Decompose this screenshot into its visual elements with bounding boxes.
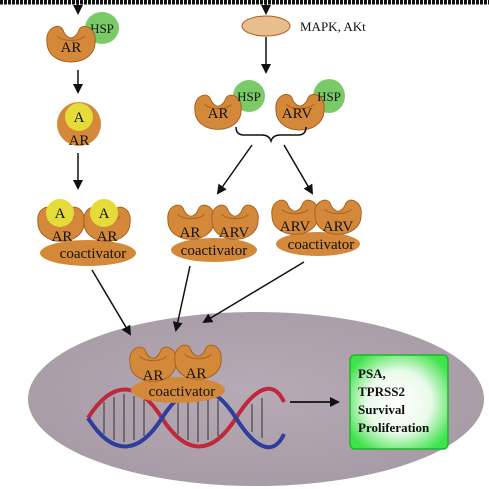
arrow-to-arv-arv-dimer — [283, 144, 314, 195]
target-genes-box: PSA, TPRSS2 Survival Proliferation — [349, 354, 449, 450]
ar-hsp-complex-right: HSP AR — [194, 80, 265, 130]
outcome-survival: Survival — [358, 402, 405, 417]
hsp-label: HSP — [237, 89, 261, 104]
hsp-label: HSP — [317, 89, 341, 104]
ar-label: AR — [180, 225, 201, 241]
kinase-label: MAPK, AKt — [300, 19, 366, 34]
target-gene-psa: PSA, — [358, 366, 386, 381]
coactivator-shape — [131, 377, 225, 403]
dna-strand-red — [86, 386, 286, 449]
arv-hsp-complex: HSP ARV — [275, 79, 345, 131]
coactivator-shape — [40, 240, 136, 266]
androgen-ligand-2 — [90, 199, 118, 227]
arv-label: ARV — [282, 106, 313, 122]
androgen-label: A — [99, 206, 110, 222]
androgen-bound-ar: A AR — [57, 102, 101, 149]
target-genes-box-bg — [349, 354, 449, 450]
hsp-label: HSP — [90, 21, 114, 36]
ar-label: AR — [61, 40, 82, 56]
androgen-ligand-1 — [46, 199, 74, 227]
coactivator-label: coactivator — [149, 384, 216, 400]
ar-dimer-coactivator: A A AR AR coactivator — [37, 199, 136, 266]
ar-label: AR — [97, 229, 118, 245]
arrow-to-ar-arv-dimer — [216, 144, 253, 195]
outcome-proliferation: Proliferation — [358, 420, 430, 435]
ar-label: AR — [69, 133, 90, 149]
androgen-label: A — [55, 206, 66, 222]
dna-base-pairs — [103, 394, 263, 442]
coactivator-label: coactivator — [60, 246, 127, 262]
ar-label: AR — [143, 368, 164, 384]
arrow-middle-to-nucleus — [172, 265, 191, 332]
ar-label: AR — [186, 366, 207, 382]
coactivator-label: coactivator — [288, 237, 355, 253]
arv-arv-coactivator: ARV ARV coactivator — [271, 199, 362, 256]
nuclear-ar-complex: AR AR coactivator — [129, 344, 225, 403]
ar-label: AR — [52, 229, 73, 245]
arv-label: ARV — [219, 225, 250, 241]
arv-label: ARV — [280, 219, 311, 235]
target-gene-tprss2: TPRSS2 — [358, 384, 405, 399]
grouping-brace — [235, 126, 307, 144]
ar-arv-coactivator: AR ARV coactivator — [167, 204, 259, 262]
arrow-left-to-nucleus — [91, 269, 132, 336]
androgen-ligand — [65, 103, 93, 131]
ar-hsp-complex-left: HSP AR — [46, 12, 119, 63]
ar-label: AR — [208, 106, 229, 122]
arv-label: ARV — [323, 219, 354, 235]
kinase-signal — [241, 15, 291, 37]
coactivator-shape — [171, 238, 257, 262]
arrow-right-to-nucleus — [202, 261, 305, 324]
androgen-label: A — [74, 110, 85, 126]
coactivator-label: coactivator — [181, 243, 248, 259]
coactivator-shape — [276, 232, 360, 256]
